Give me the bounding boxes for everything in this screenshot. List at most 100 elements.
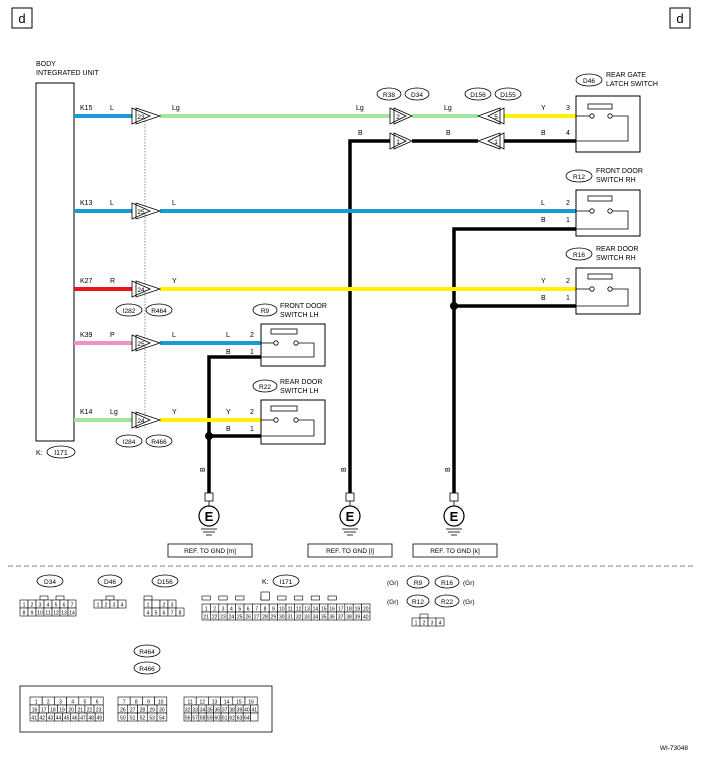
connector-pin-number: 1 <box>205 607 208 613</box>
connector-pin-cell <box>327 595 337 601</box>
switch-conn-label: D46 <box>583 78 595 85</box>
connector-pin-number: 35 <box>321 615 327 621</box>
wire-label: Y <box>226 409 231 416</box>
joint-connector-4: 25 <box>131 334 162 352</box>
connector-pin-number: 35 <box>207 708 213 714</box>
wire-label: B <box>200 467 207 472</box>
connector-pin-number: 8 <box>179 611 182 617</box>
connector-pin-number: 27 <box>130 708 136 714</box>
wire-label: Lg <box>444 105 452 112</box>
connector-pin-number: 16 <box>248 700 254 706</box>
ground-ref-box <box>412 543 498 558</box>
connector-pin-number: 39 <box>355 615 361 621</box>
connector-pin-number: 12 <box>200 700 206 706</box>
joint-conn-i282: I282 <box>123 308 136 315</box>
connector-pin-number: 34 <box>200 708 206 714</box>
joint-connector-3: 24 <box>131 280 162 298</box>
connector-pin-number: 6 <box>163 611 166 617</box>
connector-pin-number: 28 <box>140 708 146 714</box>
ground-symbol-letter: E <box>346 509 355 524</box>
connector-pin-number: 8 <box>264 607 267 613</box>
switch-title-line2: LATCH SWITCH <box>606 81 658 88</box>
ground-symbol-k: E REF. TO GND [k] <box>412 492 498 558</box>
connector-pin-number: 13 <box>212 700 218 706</box>
connector-pin-number: 27 <box>254 615 260 621</box>
connector-pin-number: 30 <box>279 615 285 621</box>
ground-wires <box>205 139 576 493</box>
connector-pin-number: 16 <box>32 708 38 714</box>
ground-ref-l: REF. TO GND [l] <box>326 548 374 555</box>
switch-conn-label: R22 <box>259 384 271 391</box>
ground-wire-front-rh <box>452 227 576 493</box>
switch-pin-bottom: 1 <box>250 426 254 433</box>
connector-pin-number: 15 <box>321 607 327 613</box>
inline-connector-d156-d155: 5 1 <box>476 107 505 150</box>
joint-conn-oval-r466 <box>145 434 173 448</box>
connector-pin-number: 3 <box>431 621 434 627</box>
pin-color-k27: R <box>110 278 115 285</box>
connector-pin-number: 30 <box>159 708 165 714</box>
connector-pin-number: 21 <box>78 708 84 714</box>
wire-label: L <box>226 332 230 339</box>
legend-gr-2: (Gr) <box>463 580 475 587</box>
connector-pin-number: 17 <box>338 607 344 613</box>
connector-pin-number: 60 <box>215 716 221 722</box>
wire-color-labels: Lg Lg Lg Y B B B L L B Y Y B L L B Y Y B… <box>172 105 546 472</box>
switch-title-line1: FRONT DOOR <box>280 303 327 310</box>
bcm-connector-label: I171 <box>54 450 68 457</box>
legend-gr-3: (Gr) <box>387 599 399 606</box>
wire-label: B <box>445 467 452 472</box>
joint-conn-r466: R466 <box>151 439 167 446</box>
joint-conn-oval-r464 <box>145 303 173 317</box>
connector-pin-number: 36 <box>329 615 335 621</box>
connector-pin-number: 7 <box>171 611 174 617</box>
joint-conn-oval-i282 <box>115 303 143 317</box>
connector-pin-cell <box>235 595 245 601</box>
inline-pin-d34-top: 2 <box>396 114 400 121</box>
wire-label: B <box>226 426 231 433</box>
connector-pin-cell <box>105 595 115 601</box>
switch-title-line1: FRONT DOOR <box>596 168 643 175</box>
connector-pin-number: 4 <box>121 603 124 609</box>
connector-pin-number: 15 <box>236 700 242 706</box>
connector-pin-number: 11 <box>288 607 293 613</box>
switch-box <box>575 189 641 237</box>
switch-pin-top: 2 <box>566 278 570 285</box>
bcm-title-line2: INTEGRATED UNIT <box>36 70 100 77</box>
ground-symbol-l: E REF. TO GND [l] <box>307 492 393 558</box>
connector-pin-number: 2 <box>213 607 216 613</box>
connector-pin-number: 23 <box>220 615 226 621</box>
connector-pin-number: 25 <box>237 615 243 621</box>
connector-pin-cell <box>94 712 104 722</box>
switch-actuator <box>270 328 298 335</box>
connector-pin-number: 39 <box>237 708 243 714</box>
ground-ref-box <box>167 543 253 558</box>
switch-conn-oval <box>575 73 603 87</box>
joint-connector-5: 24 <box>131 411 162 429</box>
joint-connector-1: 23 <box>131 107 162 125</box>
connector-pin-number: 11 <box>187 700 192 706</box>
conn-oval-d156 <box>464 87 492 101</box>
connector-pin-cell <box>39 595 49 601</box>
switch-conn-label: R16 <box>573 252 585 259</box>
corner-label-left: d <box>18 11 25 26</box>
switch-actuator <box>587 273 613 280</box>
joint-conn-oval-i284 <box>115 434 143 448</box>
connector-pin-cell <box>143 595 153 601</box>
splice-dot-rh <box>450 302 458 310</box>
legend-r466: R466 <box>139 666 155 673</box>
switch-front-door-lh: R9 FRONT DOOR SWITCH LH 2 1 <box>250 303 327 367</box>
connector-pin-number: 37 <box>222 708 228 714</box>
switch-pin-top: 2 <box>250 332 254 339</box>
switch-rear-door-rh: R16 REAR DOOR SWITCH RH 2 1 <box>565 246 641 315</box>
connector-pin-number: 12 <box>296 607 302 613</box>
switch-actuator <box>587 103 613 110</box>
connector-pin-number: 44 <box>56 716 62 722</box>
ground-circle <box>198 505 220 527</box>
connector-pin-cell <box>419 613 429 619</box>
switch-pin-bottom: 4 <box>566 130 570 137</box>
connector-pin-cell <box>361 611 371 621</box>
